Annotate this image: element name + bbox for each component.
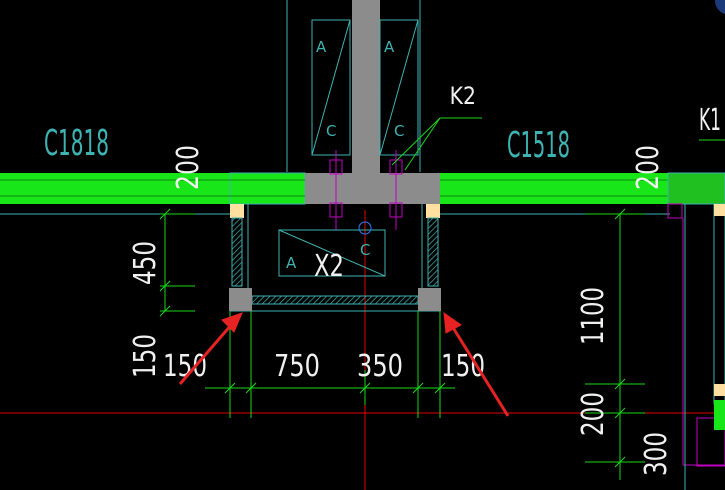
corner-round-icon xyxy=(714,0,725,14)
column-base xyxy=(305,173,440,204)
box-side-right xyxy=(427,217,439,287)
window-label-left: C1818 xyxy=(44,123,109,164)
dim-h-350: 350 xyxy=(357,349,403,384)
shaft-left xyxy=(311,19,351,156)
right-window-post xyxy=(714,204,725,216)
k2-label: K2 xyxy=(450,82,476,110)
x2-mark-c: C xyxy=(360,241,370,259)
shaft-left-diag xyxy=(311,19,351,156)
box-side-left xyxy=(231,217,243,287)
column-corner-right xyxy=(418,288,441,311)
dim-v-150: 150 xyxy=(128,334,163,378)
wall-left xyxy=(0,173,230,204)
right-window-jamb xyxy=(713,203,725,405)
column-corner-left xyxy=(229,288,252,311)
x2-panel xyxy=(278,229,386,277)
box-bottom-hatch xyxy=(251,295,419,305)
x2-mark-a: A xyxy=(286,254,297,272)
mark-c-left: C xyxy=(326,122,336,140)
mark-a-left: A xyxy=(316,38,327,56)
annotation-arrows xyxy=(178,311,510,417)
dim-lines-right xyxy=(585,208,645,480)
window-label-far-right: K1 xyxy=(699,103,721,138)
shaft-right-diag xyxy=(379,19,419,156)
shaft-right xyxy=(379,19,419,156)
dim-wall-left: 200 xyxy=(171,145,206,190)
dim-v-300: 300 xyxy=(639,432,674,476)
x2-label: X2 xyxy=(314,249,344,284)
dim-v-450: 450 xyxy=(128,241,163,285)
mark-c-right: C xyxy=(394,122,404,140)
column-vertical xyxy=(352,0,380,180)
k2-leader-2 xyxy=(404,117,441,171)
dim-h-750: 750 xyxy=(274,349,320,384)
pipe-markers xyxy=(329,150,725,467)
x2-circle xyxy=(358,221,372,235)
wall-left-mid xyxy=(229,172,306,205)
wall-right-end xyxy=(667,172,725,205)
dim-lines-bottom xyxy=(205,311,455,418)
dim-wall-right: 200 xyxy=(631,145,666,190)
x2-panel-diag xyxy=(278,229,386,277)
right-window-green xyxy=(714,400,725,430)
dim-v-1100: 1100 xyxy=(576,287,611,345)
right-window-post-b xyxy=(714,384,725,396)
box-post-left xyxy=(230,204,244,218)
window-label-right: C1518 xyxy=(507,125,570,166)
dim-lines-left xyxy=(159,208,195,317)
k2-leader-1 xyxy=(391,117,441,166)
box-post-right xyxy=(426,204,440,218)
mark-a-right: A xyxy=(384,38,395,56)
dim-v-200: 200 xyxy=(576,392,611,436)
